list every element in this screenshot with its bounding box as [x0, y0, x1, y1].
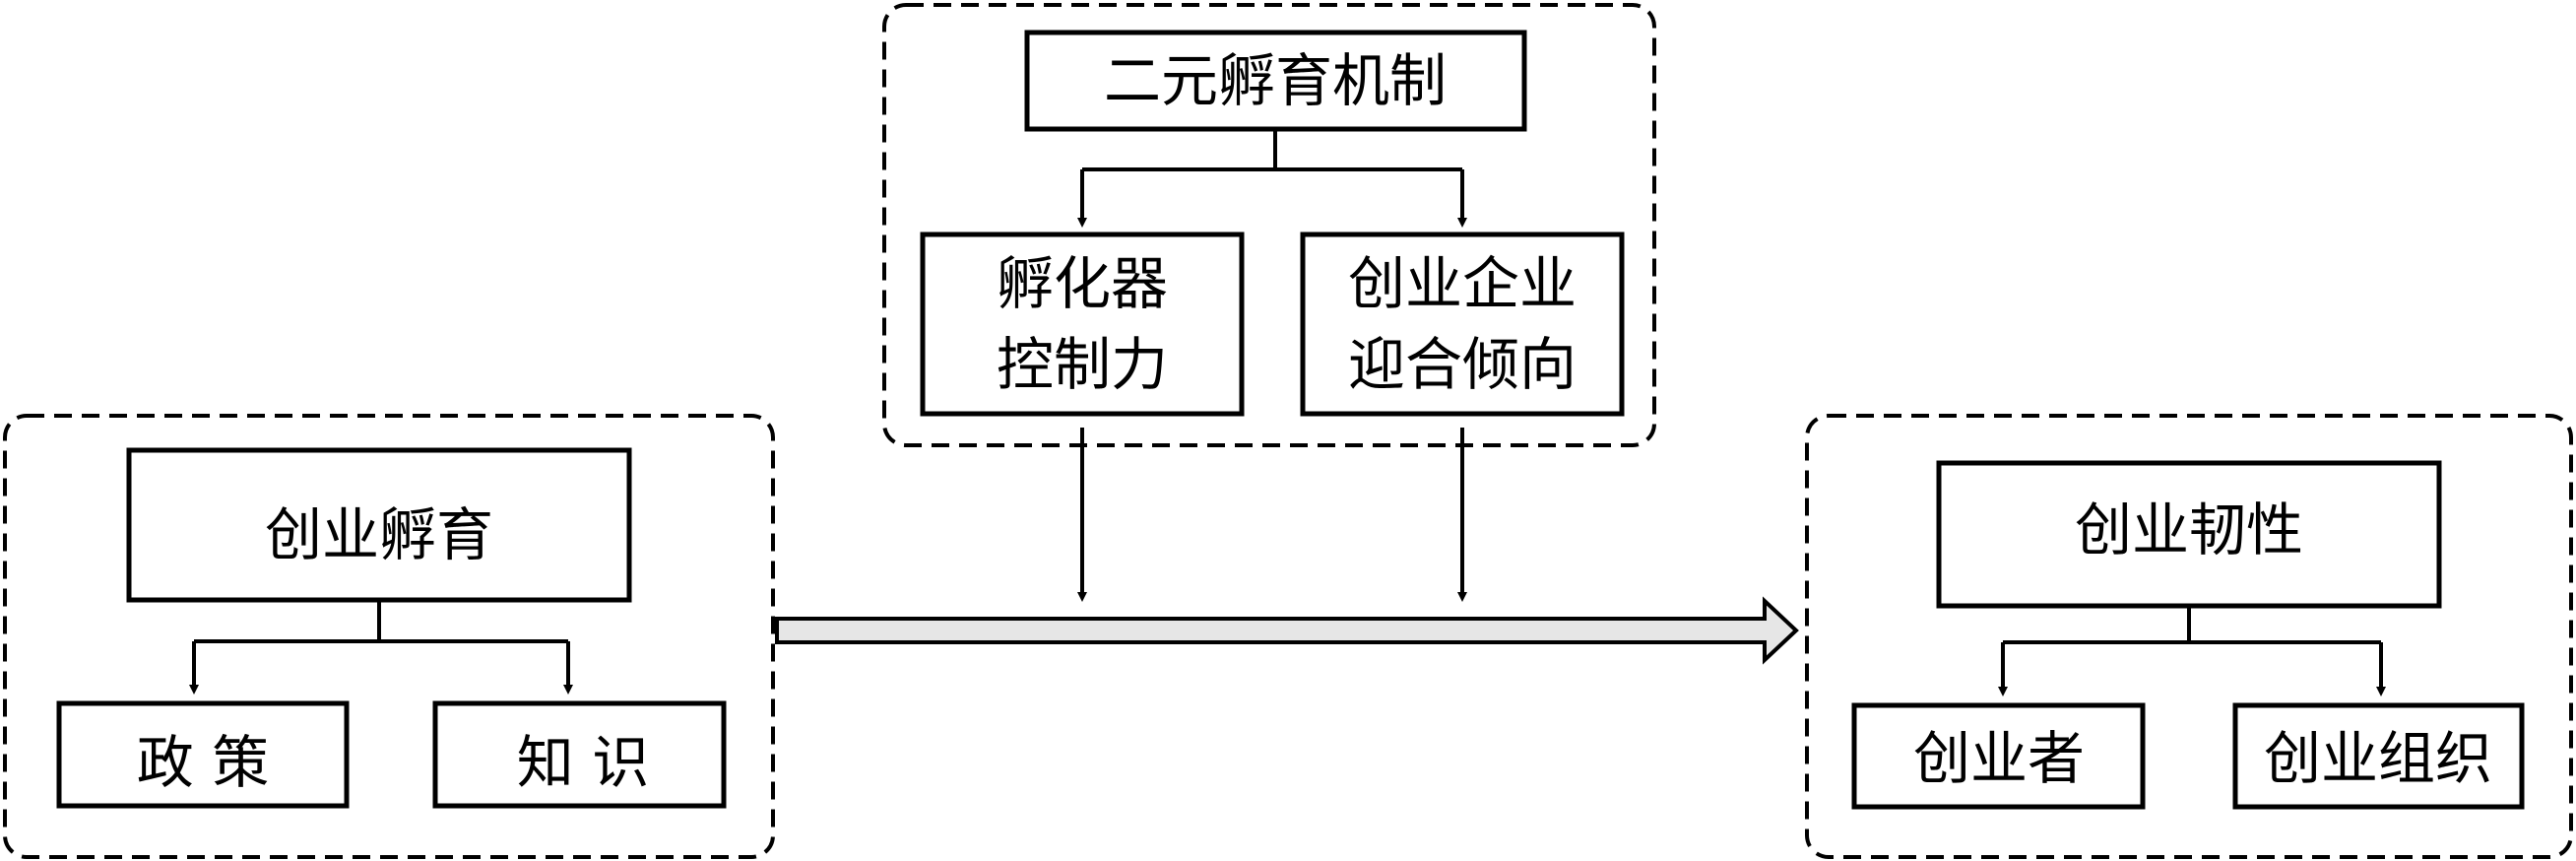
- group-dual-mechanism: [882, 3, 1656, 447]
- dual-mechanism-connector: [1082, 129, 1462, 171]
- entrepreneur-box: [1851, 702, 2146, 810]
- venture-compliance-line2: 迎合倾向: [1348, 331, 1577, 398]
- policy-label: 政 策: [137, 729, 269, 796]
- resilience-connector: [2003, 606, 2381, 644]
- entrepreneur-label: 创业者: [1913, 725, 2085, 792]
- group-incubation: [3, 414, 775, 859]
- resilience-title: 创业韧性: [2075, 497, 2303, 563]
- organization-label: 创业组织: [2264, 725, 2492, 792]
- dual-mechanism-title-box: [1024, 30, 1527, 132]
- knowledge-box: [432, 700, 727, 809]
- incubator-control-line1: 孵化器: [997, 250, 1168, 317]
- incubator-control-box: [920, 232, 1245, 417]
- knowledge-label: 知 识: [517, 729, 649, 796]
- venture-compliance-box: [1300, 232, 1625, 417]
- organization-box: [2232, 702, 2525, 810]
- dual-mechanism-title: 二元孵育机制: [1104, 47, 1447, 114]
- policy-box: [56, 700, 350, 809]
- incubation-title: 创业孵育: [265, 501, 493, 568]
- incubator-control-line2: 控制力: [997, 331, 1168, 398]
- group-resilience: [1805, 414, 2573, 859]
- venture-compliance-line1: 创业企业: [1348, 250, 1577, 317]
- incubation-title-box: [126, 447, 632, 603]
- main-effect-arrow: [775, 596, 1799, 665]
- incubation-connector: [194, 600, 568, 643]
